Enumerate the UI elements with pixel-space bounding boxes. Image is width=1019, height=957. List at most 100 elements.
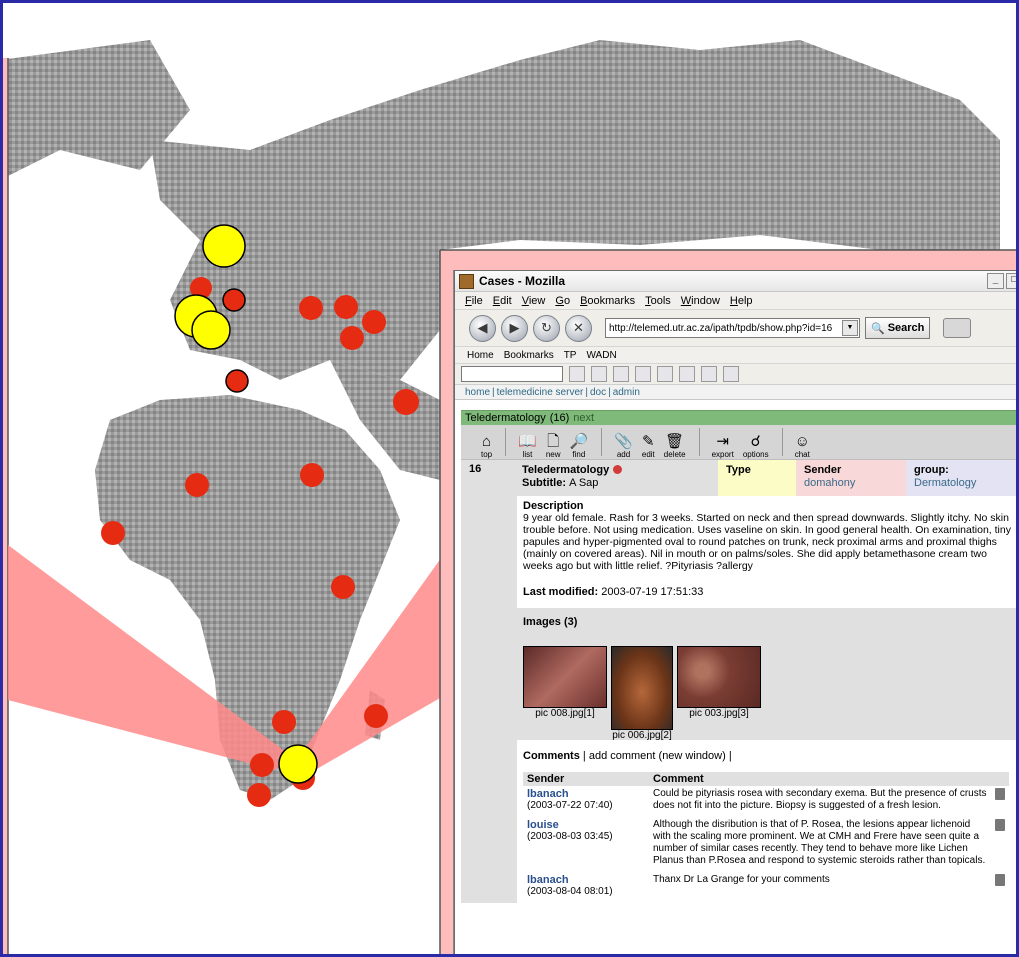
menu-bar: File Edit View Go Bookmarks Tools Window…	[455, 292, 1019, 310]
link-admin[interactable]: admin	[612, 386, 640, 398]
delete-button[interactable]: 🗑delete	[663, 433, 686, 459]
comment-sender[interactable]: lbanach	[527, 874, 569, 886]
sender-label: Sender	[804, 464, 842, 476]
map-marker-red	[299, 296, 323, 320]
edit-button[interactable]: ✎edit	[641, 433, 655, 459]
last-modified: Last modified: 2003-07-19 17:51:33	[523, 586, 704, 598]
toolbar-icon-3[interactable]	[613, 366, 629, 382]
search-label: Search	[887, 322, 925, 334]
trash-icon: 🗑	[665, 433, 685, 450]
stop-button[interactable]: ✕	[565, 314, 592, 342]
subtitle-label: Subtitle:	[522, 477, 566, 489]
reload-button[interactable]: ↻	[533, 314, 560, 342]
toolbar-icon-5[interactable]	[657, 366, 673, 382]
home-icon: ⌂	[482, 433, 492, 450]
chat-button[interactable]: ☺chat	[794, 433, 810, 459]
paperclip-icon: 📎	[614, 433, 633, 450]
back-button[interactable]: ◀	[469, 314, 496, 342]
comment-row: lbanach(2003-08-04 08:01) Thanx Dr La Gr…	[523, 872, 1009, 903]
menu-window[interactable]: Window	[680, 294, 720, 307]
delete-comment-icon[interactable]	[995, 819, 1005, 831]
thumbnail-2[interactable]: pic 006.jpg[2]	[611, 646, 673, 741]
thumbnail-3[interactable]: pic 003.jpg[3]	[677, 646, 761, 719]
search-button[interactable]: 🔍 Search	[865, 317, 931, 339]
thumbnail-image-3[interactable]	[677, 646, 761, 708]
maximize-button[interactable]: □	[1006, 273, 1019, 289]
section-header: Teledermatology (16) next	[461, 410, 1019, 425]
sender-value[interactable]: domahony	[804, 477, 856, 489]
map-marker-red	[300, 463, 324, 487]
url-dropdown-icon[interactable]: ▼	[842, 320, 858, 336]
comment-sender[interactable]: louise	[527, 819, 559, 831]
bookmark-tp[interactable]: TP	[563, 349, 577, 361]
toolbar-icon-4[interactable]	[635, 366, 651, 382]
group-value[interactable]: Dermatology	[914, 477, 977, 489]
land-greenland	[0, 40, 190, 180]
case-header: Teledermatology Subtitle: A Sap Type Sen…	[517, 460, 1019, 496]
action-toolbar: ⌂top 📖list 🗋new 🔎find 📎add ✎edit 🗑delete…	[461, 425, 1019, 460]
menu-go[interactable]: Go	[555, 294, 571, 307]
link-doc[interactable]: doc	[589, 386, 607, 398]
menu-tools[interactable]: Tools	[645, 294, 671, 307]
delete-comment-icon[interactable]	[995, 874, 1005, 886]
status-dot-icon	[613, 465, 623, 474]
map-marker-yellow	[278, 744, 318, 784]
menu-view[interactable]: View	[521, 294, 546, 307]
print-icon[interactable]	[943, 318, 972, 338]
thumbnail-image-1[interactable]	[523, 646, 607, 708]
link-home[interactable]: home	[465, 386, 491, 398]
menu-bookmarks[interactable]: Bookmarks	[580, 294, 636, 307]
toolbar-icon-7[interactable]	[701, 366, 717, 382]
toolbar-icon-2[interactable]	[591, 366, 607, 382]
link-telemedicine-server[interactable]: telemedicine server	[496, 386, 584, 398]
map-marker-red	[222, 288, 246, 312]
back-arrow-icon: ◀	[477, 320, 488, 335]
land-africa	[95, 395, 400, 800]
callout-beam-left	[8, 545, 290, 770]
new-button[interactable]: 🗋new	[545, 433, 561, 459]
group-label: group:	[914, 464, 949, 476]
next-link[interactable]: next	[573, 412, 595, 424]
toolbar-icon-1[interactable]	[569, 366, 585, 382]
options-button[interactable]: ☌options	[742, 433, 769, 459]
add-button[interactable]: 📎add	[614, 433, 633, 459]
thumbnail-image-2[interactable]	[611, 646, 673, 730]
list-button[interactable]: 📖list	[518, 433, 537, 459]
add-comment-link[interactable]: add comment (new window)	[588, 750, 726, 762]
bookmark-wadn[interactable]: WADN	[586, 349, 617, 361]
bookmark-home[interactable]: Home	[467, 349, 494, 361]
minimize-button[interactable]: _	[987, 273, 1004, 289]
map-marker-red	[247, 783, 271, 807]
search-icon: 🔍	[871, 322, 885, 335]
map-marker-red	[393, 389, 419, 415]
forward-button[interactable]: ▶	[501, 314, 528, 342]
menu-help[interactable]: Help	[729, 294, 753, 307]
land-eurasia	[150, 40, 1000, 380]
comment-text: Although the disribution is that of P. R…	[653, 819, 986, 866]
menu-file[interactable]: File	[465, 294, 483, 307]
pencil-icon: ✎	[642, 433, 655, 450]
delete-comment-icon[interactable]	[995, 788, 1005, 800]
comment-sender[interactable]: lbanach	[527, 788, 569, 800]
find-button[interactable]: 🔎find	[569, 433, 589, 459]
map-marker-red	[272, 710, 296, 734]
menu-edit[interactable]: Edit	[492, 294, 512, 307]
thumbnail-1[interactable]: pic 008.jpg[1]	[523, 646, 607, 719]
group-cell: group: Dermatology	[906, 460, 1019, 496]
comment-date: (2003-07-22 07:40)	[527, 800, 613, 811]
toolbar-icon-8[interactable]	[723, 366, 739, 382]
document-icon: 🗋	[547, 433, 560, 450]
sender-cell: Sender domahony	[796, 460, 906, 496]
bookmarks-toolbar: Home Bookmarks TP WADN	[455, 347, 1019, 364]
map-markers	[101, 224, 419, 807]
subtitle-value: A Sap	[569, 477, 599, 489]
toolbar-combo[interactable]	[461, 366, 563, 382]
top-button[interactable]: ⌂top	[481, 433, 493, 459]
callout-beam-right	[300, 540, 454, 770]
toolbar-icon-6[interactable]	[679, 366, 695, 382]
export-button[interactable]: ⇥export	[711, 433, 734, 459]
map-marker-red	[190, 277, 212, 299]
bookmark-bookmarks[interactable]: Bookmarks	[503, 349, 554, 361]
url-bar[interactable]: http://telemed.utr.ac.za/ipath/tpdb/show…	[605, 318, 860, 338]
section-count: (16)	[549, 412, 570, 424]
